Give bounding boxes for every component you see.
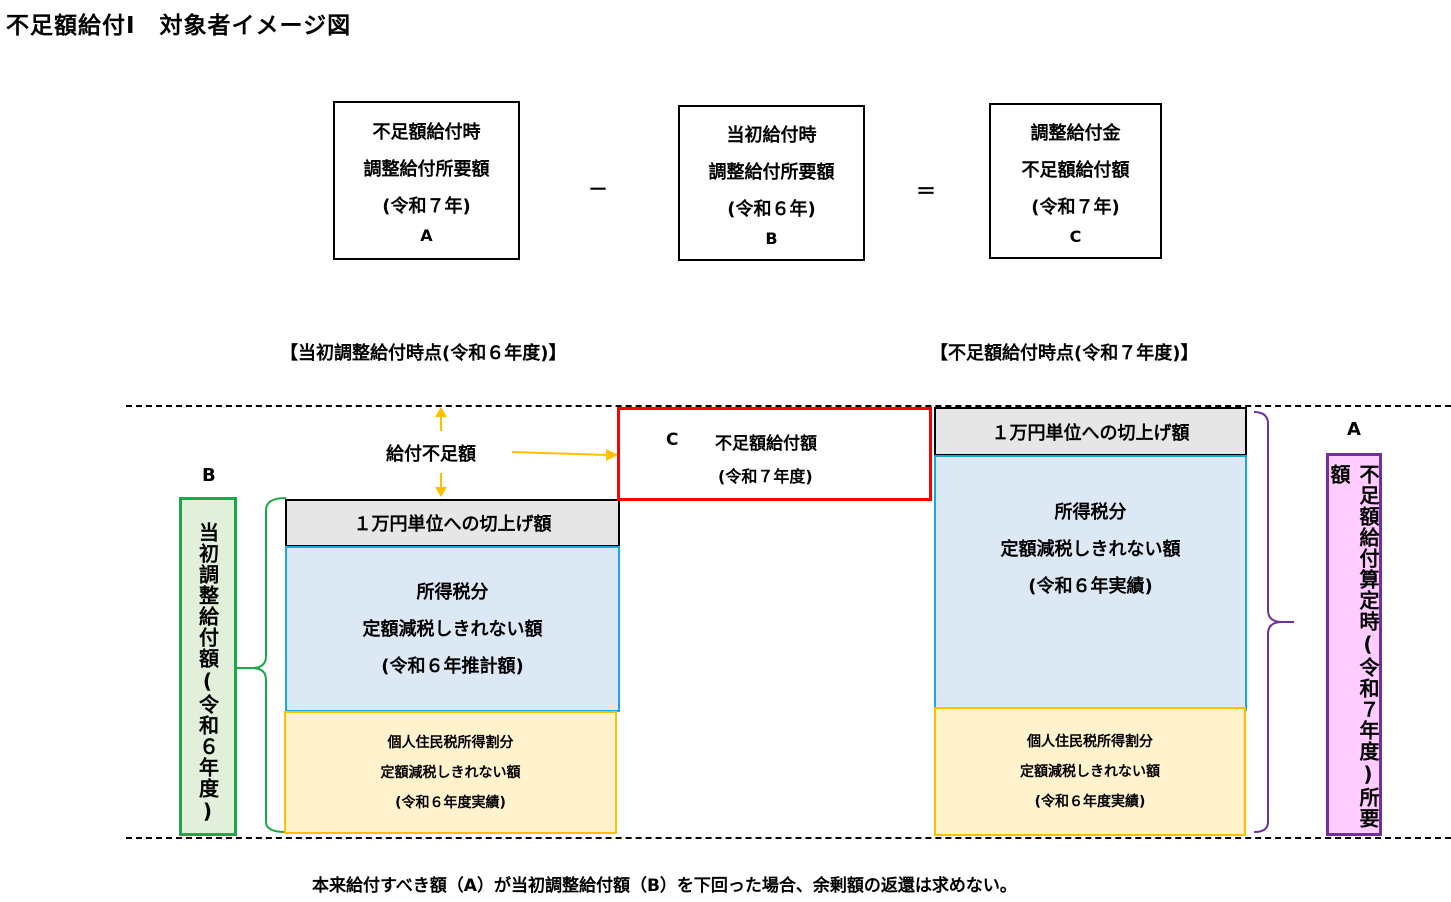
footnote: 本来給付すべき額（A）が当初調整給付額（B）を下回った場合、余剰額の返還は求めな… — [312, 876, 1017, 896]
top-dashed-line — [126, 405, 1451, 407]
up-arrow-icon — [435, 407, 447, 431]
right-brace — [1253, 411, 1294, 833]
right-income-tax-line-3: (令和６年実績) — [1028, 575, 1153, 597]
formula-c-line-2: 不足額給付額 — [1021, 159, 1130, 181]
left-roundup-label: １万円単位への切上げ額 — [353, 514, 552, 535]
left-side-label-text: 当初調整給付額(令和６年度) — [195, 522, 220, 824]
period-label-left: 【当初調整給付時点(令和６年度)】 — [280, 343, 567, 364]
formula-b-line-3: (令和６年) — [727, 198, 816, 220]
left-resident-tax-line-2: 定額減税しきれない額 — [380, 764, 521, 781]
right-income-tax-line-1: 所得税分 — [1054, 501, 1127, 523]
formula-a-line-1: 不足額給付時 — [372, 122, 481, 143]
right-side-label-text: 不足額給付算定時(令和７年度)所要額 — [1327, 464, 1380, 829]
shortfall-title: 不足額給付額 — [715, 434, 817, 454]
right-resident-tax-cell: 個人住民税所得割分 定額減税しきれない額 (令和６年度実績) — [934, 707, 1246, 836]
left-income-tax-line-1: 所得税分 — [416, 581, 489, 603]
left-resident-tax-cell: 個人住民税所得割分 定額減税しきれない額 (令和６年度実績) — [284, 711, 617, 834]
minus-operator: － — [588, 177, 608, 201]
formula-a-line-3: (令和７年) — [382, 196, 471, 217]
formula-b-line-2: 調整給付所要額 — [708, 161, 835, 183]
left-resident-tax-line-1: 個人住民税所得割分 — [387, 734, 514, 751]
down-arrow-icon — [435, 473, 447, 497]
left-side-letter: B — [202, 465, 216, 486]
bottom-dashed-line — [126, 837, 1451, 839]
left-side-label: 当初調整給付額(令和６年度) — [179, 497, 237, 836]
formula-c-line-3: (令和７年) — [1031, 196, 1120, 218]
formula-b-letter: B — [765, 228, 778, 248]
right-income-tax-cell: 所得税分 定額減税しきれない額 (令和６年実績) — [934, 455, 1247, 711]
formula-a-letter: A — [420, 226, 433, 245]
formula-c-line-1: 調整給付金 — [1030, 122, 1121, 144]
shortfall-subtitle: (令和７年度) — [718, 467, 813, 486]
left-brace — [236, 497, 287, 833]
shortfall-label: 給付不足額 — [386, 444, 476, 465]
right-resident-tax-line-3: (令和６年度実績) — [1034, 793, 1146, 810]
formula-box-a: 不足額給付時 調整給付所要額 (令和７年) A — [333, 101, 520, 260]
right-roundup-cell: １万円単位への切上げ額 — [934, 407, 1247, 456]
left-resident-tax-line-3: (令和６年度実績) — [395, 794, 506, 811]
period-label-right: 【不足額給付時点(令和７年度)】 — [930, 343, 1199, 364]
left-income-tax-cell: 所得税分 定額減税しきれない額 (令和６年推計額) — [285, 546, 620, 712]
formula-c-letter: C — [1069, 226, 1082, 246]
shortfall-arrows — [435, 407, 618, 497]
right-arrow-icon — [511, 449, 618, 461]
formula-box-b: 当初給付時 調整給付所要額 (令和６年) B — [678, 105, 865, 261]
formula-b-line-1: 当初給付時 — [726, 124, 817, 146]
right-roundup-label: １万円単位への切上げ額 — [991, 422, 1190, 444]
left-income-tax-line-3: (令和６年推計額) — [381, 655, 524, 677]
equals-operator: ＝ — [916, 179, 936, 203]
right-resident-tax-line-2: 定額減税しきれない額 — [1020, 763, 1160, 780]
shortfall-letter: C — [666, 430, 679, 450]
formula-a-line-2: 調整給付所要額 — [363, 159, 490, 180]
right-resident-tax-line-1: 個人住民税所得割分 — [1027, 733, 1153, 750]
left-income-tax-line-2: 定額減税しきれない額 — [362, 618, 543, 640]
shortfall-amount-box: C 不足額給付額 (令和７年度) — [617, 407, 932, 501]
formula-box-c: 調整給付金 不足額給付額 (令和７年) C — [989, 103, 1162, 259]
left-roundup-cell: １万円単位への切上げ額 — [285, 499, 620, 547]
right-side-label: 不足額給付算定時(令和７年度)所要額 — [1326, 453, 1382, 836]
right-income-tax-line-2: 定額減税しきれない額 — [1000, 538, 1181, 560]
page-title: 不足額給付Ⅰ 対象者イメージ図 — [6, 13, 352, 39]
right-side-letter: A — [1347, 419, 1361, 440]
